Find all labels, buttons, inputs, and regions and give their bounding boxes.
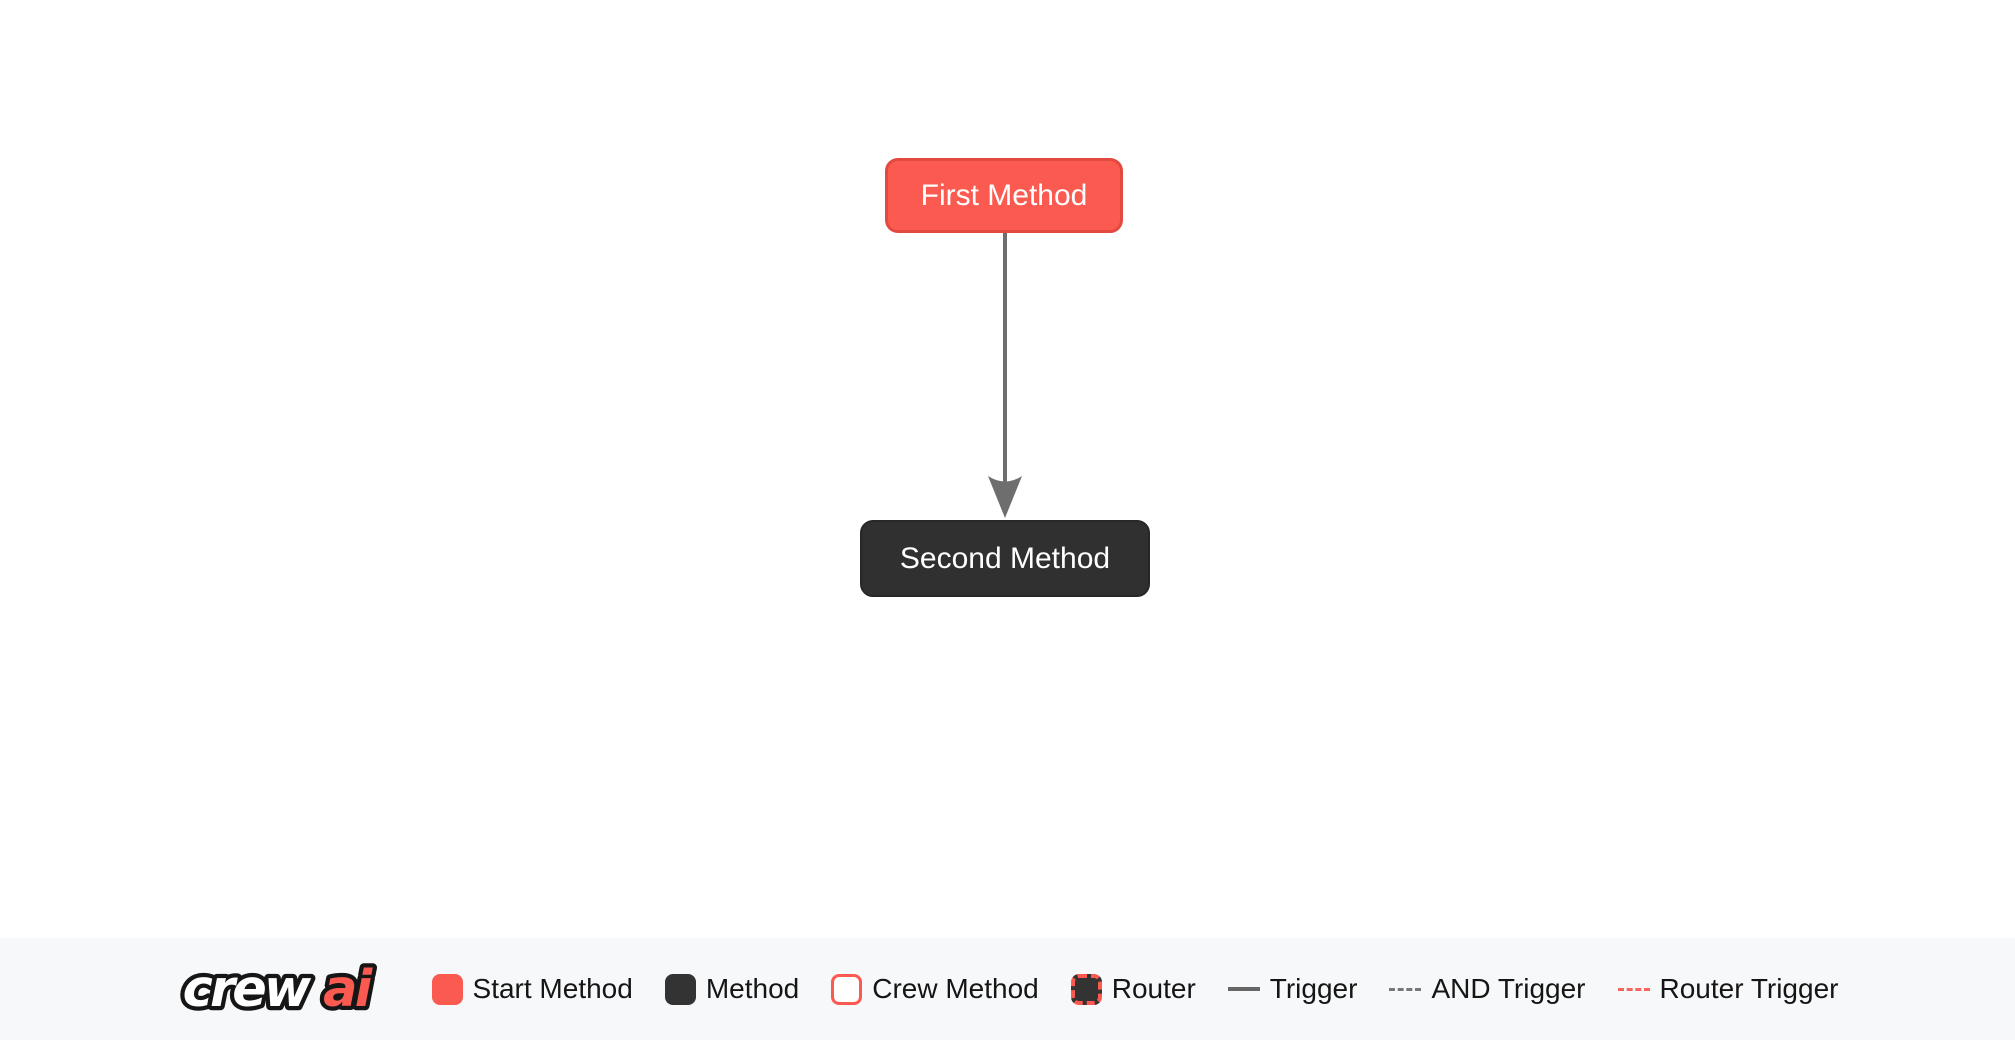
legend-item-and-trigger: AND Trigger (1389, 973, 1586, 1004)
node-second-method[interactable]: Second Method (860, 520, 1150, 597)
legend-label: Router (1111, 973, 1196, 1004)
legend-label: Method (705, 973, 800, 1004)
legend-label: Start Method (472, 973, 633, 1004)
legend-label: Crew Method (872, 973, 1039, 1004)
legend-item-trigger: Trigger (1227, 973, 1358, 1004)
edge-layer (988, 233, 1022, 518)
logo-text-crew: crew (182, 960, 311, 1019)
legend-label: Router Trigger (1659, 973, 1839, 1004)
crew-method-swatch-icon (831, 973, 863, 1005)
router-swatch-icon (1070, 973, 1102, 1005)
node-label: First Method (920, 178, 1088, 212)
crewai-logo: crew ai (178, 956, 380, 1023)
legend-item-start-method: Start Method (431, 973, 633, 1005)
legend-item-crew-method: Crew Method (831, 973, 1039, 1005)
flow-canvas[interactable]: First Method Second Method (0, 0, 2015, 938)
legend-label: Trigger (1269, 973, 1358, 1004)
and-trigger-line-icon (1389, 987, 1422, 991)
logo-text-ai: ai (323, 960, 374, 1019)
method-swatch-icon (664, 973, 696, 1005)
legend-bar: crew ai Start Method Method Crew Method … (0, 938, 2015, 1040)
node-first-method[interactable]: First Method (885, 158, 1123, 233)
start-method-swatch-icon (431, 973, 463, 1005)
svg-text:crew ai: crew ai (182, 960, 373, 1019)
legend-label: AND Trigger (1431, 973, 1586, 1004)
legend-item-router-trigger: Router Trigger (1617, 973, 1839, 1004)
node-label: Second Method (899, 541, 1111, 575)
arrowhead-icon (988, 476, 1022, 518)
router-trigger-line-icon (1617, 987, 1650, 991)
legend-item-router: Router (1070, 973, 1196, 1005)
trigger-line-icon (1227, 987, 1260, 991)
legend-item-method: Method (664, 973, 800, 1005)
